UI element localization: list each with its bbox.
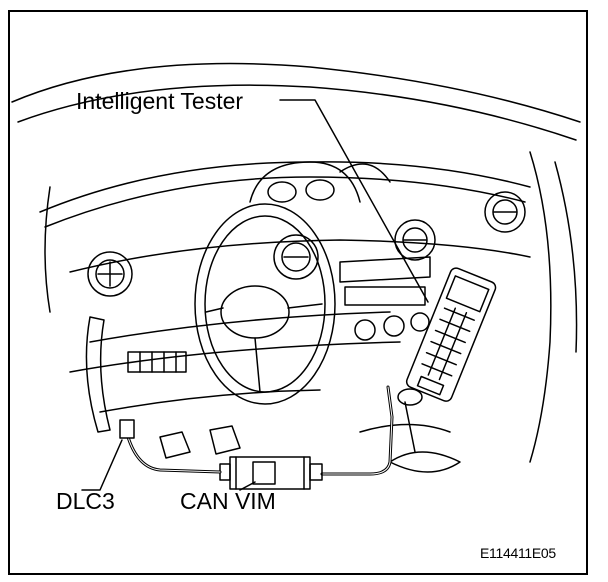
dlc3-cable-inner xyxy=(127,436,221,473)
intelligent-tester-device xyxy=(405,267,497,402)
air-vent-center-left xyxy=(273,234,319,280)
pedals xyxy=(159,425,241,459)
center-console xyxy=(339,256,431,341)
steering-wheel xyxy=(194,203,336,405)
tester-cable xyxy=(320,385,394,476)
dlc3-cable xyxy=(126,435,222,474)
intelligent-tester-label: Intelligent Tester xyxy=(76,88,244,114)
diagram-frame: Intelligent Tester DLC3 CAN VIM E114411E… xyxy=(8,10,588,575)
figure-code-label: E114411E05 xyxy=(480,545,556,561)
can-vim-box xyxy=(219,456,323,490)
dlc3-leader-line xyxy=(81,439,123,491)
vim-leader-line xyxy=(239,481,256,491)
car-interior-illustration xyxy=(11,62,581,491)
air-vent-right xyxy=(484,191,526,233)
tester-cable-inner xyxy=(321,386,393,475)
gear-shifter xyxy=(359,388,461,473)
tester-leader-line xyxy=(279,99,429,303)
instrument-cluster xyxy=(249,161,391,203)
windshield-outline xyxy=(11,62,581,463)
air-vent-center-right xyxy=(394,219,436,261)
air-vent-left xyxy=(87,251,133,297)
switch-panel xyxy=(127,351,187,373)
dlc3-label: DLC3 xyxy=(56,488,115,514)
door-grip xyxy=(85,316,111,433)
can-vim-label: CAN VIM xyxy=(180,488,276,514)
dlc3-connector xyxy=(119,419,135,439)
